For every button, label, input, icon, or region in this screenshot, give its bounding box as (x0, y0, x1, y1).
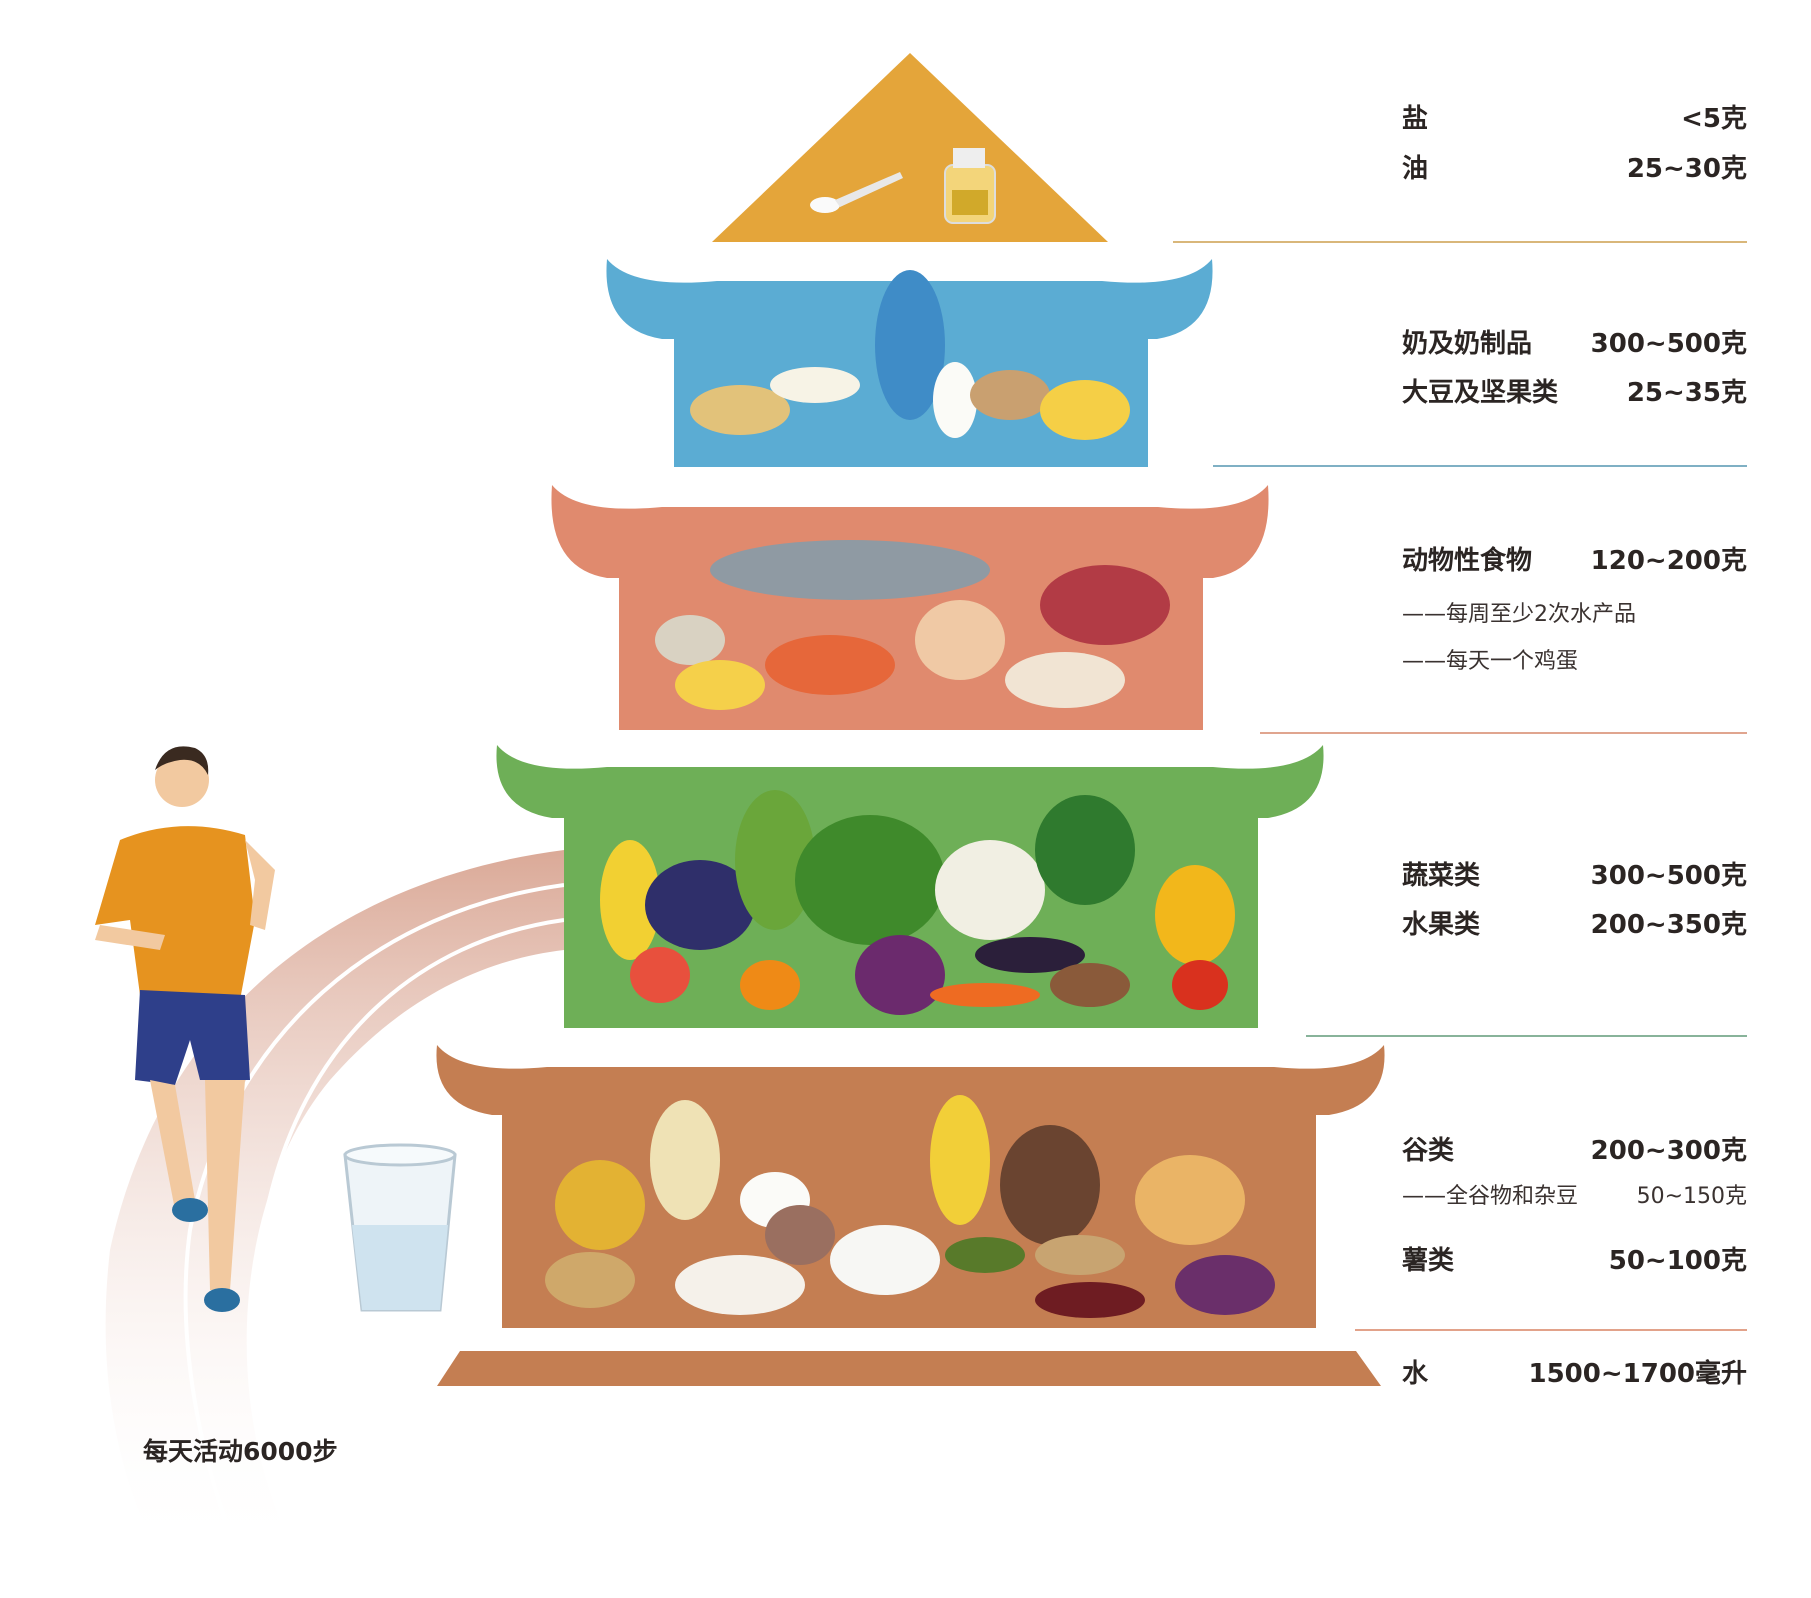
grain-amount: 200~300克 (1590, 1136, 1747, 1166)
quail-eggs-image (655, 615, 725, 665)
whole-grain-row: ——全谷物和杂豆 50~150克 (1402, 1178, 1747, 1210)
grain-row: 谷类 200~300克 (1402, 1130, 1747, 1167)
dairy-label: 奶及奶制品 (1402, 329, 1533, 359)
corn-image (930, 1095, 990, 1225)
red-cabbage-image (855, 935, 945, 1015)
oats-image (1035, 1235, 1125, 1275)
salt-amount: <5克 (1681, 104, 1747, 134)
oil-label: 油 (1402, 154, 1429, 184)
salt-label: 盐 (1402, 104, 1429, 134)
water-glass-image (343, 1143, 457, 1312)
purple-potato-image (1175, 1255, 1275, 1315)
animal-amount: 120~200克 (1590, 546, 1747, 576)
mushroom-image (1050, 963, 1130, 1007)
tofu-image (770, 367, 860, 403)
tier-animal (551, 485, 1269, 730)
pepper-image (1155, 865, 1235, 965)
dumplings-image (675, 1255, 805, 1315)
aquatic-note: ——每周至少2次水产品 (1402, 596, 1747, 628)
apple-image (630, 947, 690, 1003)
separator (1355, 1329, 1747, 1331)
brown-bread-image (1000, 1125, 1100, 1245)
boiled-eggs-image (675, 660, 765, 710)
separator (1173, 241, 1747, 243)
vegetable-label: 蔬菜类 (1402, 861, 1481, 891)
water-amount: 1500~1700毫升 (1528, 1359, 1747, 1389)
cheese-image (1040, 380, 1130, 440)
red-beans-image (1035, 1282, 1145, 1318)
dairy-row: 奶及奶制品 300~500克 (1402, 323, 1747, 360)
soy-nuts-amount: 25~35克 (1626, 378, 1747, 408)
animal-row: 动物性食物 120~200克 (1402, 540, 1747, 577)
pancakes-image (1135, 1155, 1245, 1245)
carrot-image (930, 983, 1040, 1007)
water-label: 水 (1402, 1359, 1429, 1389)
dairy-amount: 300~500克 (1590, 329, 1747, 359)
note-text: ——每天一个鸡蛋 (1402, 649, 1579, 674)
soybeans-image (690, 385, 790, 435)
fish-image (710, 540, 990, 600)
fruit-label: 水果类 (1402, 910, 1481, 940)
tier-oil-salt (712, 53, 1108, 242)
scallop-image (915, 600, 1005, 680)
tomato-image (1172, 960, 1228, 1010)
fruit-amount: 200~350克 (1590, 910, 1747, 940)
celery-image (735, 790, 815, 930)
grain-label: 谷类 (1402, 1136, 1455, 1166)
taro-image (765, 1205, 835, 1265)
soy-nuts-label: 大豆及坚果类 (1402, 378, 1559, 408)
tuber-row: 薯类 50~100克 (1402, 1240, 1747, 1277)
grapes-image (645, 860, 755, 950)
milk-carton-image (875, 270, 945, 420)
orange-image (740, 960, 800, 1010)
tuber-label: 薯类 (1402, 1246, 1455, 1276)
oil-bottle-image (944, 148, 996, 224)
soy-nuts-row: 大豆及坚果类 25~35克 (1402, 372, 1747, 409)
whole-grain-label: ——全谷物和杂豆 (1402, 1184, 1579, 1209)
note-text: ——每周至少2次水产品 (1402, 602, 1636, 627)
whole-grain-amount: 50~150克 (1636, 1184, 1747, 1209)
vegetable-amount: 300~500克 (1590, 861, 1747, 891)
rice-bowl-image (830, 1225, 940, 1295)
salt-row: 盐 <5克 (1402, 98, 1747, 135)
noodles-image (650, 1100, 720, 1220)
tier-grain (436, 1045, 1385, 1328)
activity-label: 每天活动6000步 (143, 1437, 338, 1466)
corn-bread-image (555, 1160, 645, 1250)
potato-image (545, 1252, 635, 1308)
tier-veg-fruit (496, 745, 1324, 1028)
runner-figure (95, 746, 275, 1312)
cabbage-image (795, 815, 945, 945)
water-row: 水 1500~1700毫升 (1402, 1353, 1747, 1390)
tier-dairy-soy (606, 259, 1213, 467)
pyramid-base (437, 1351, 1381, 1386)
fruit-row: 水果类 200~350克 (1402, 904, 1747, 941)
egg-note: ——每天一个鸡蛋 (1402, 643, 1747, 675)
milk-glass-image (933, 362, 977, 438)
chicken-leg-image (1005, 652, 1125, 708)
banana-image (600, 840, 660, 960)
separator (1213, 465, 1747, 467)
separator (1306, 1035, 1747, 1037)
animal-label: 动物性食物 (1402, 546, 1533, 576)
oil-amount: 25~30克 (1626, 154, 1747, 184)
greens-image (1035, 795, 1135, 905)
nuts-image (970, 370, 1050, 420)
oil-row: 油 25~30克 (1402, 148, 1747, 185)
salt-spoon-image (810, 172, 903, 213)
beef-image (1040, 565, 1170, 645)
shrimp-image (765, 635, 895, 695)
tuber-amount: 50~100克 (1608, 1246, 1747, 1276)
vegetable-row: 蔬菜类 300~500克 (1402, 855, 1747, 892)
eggplant-image (975, 937, 1085, 973)
mung-beans-image (945, 1237, 1025, 1273)
separator (1260, 732, 1747, 734)
cauliflower-image (935, 840, 1045, 940)
